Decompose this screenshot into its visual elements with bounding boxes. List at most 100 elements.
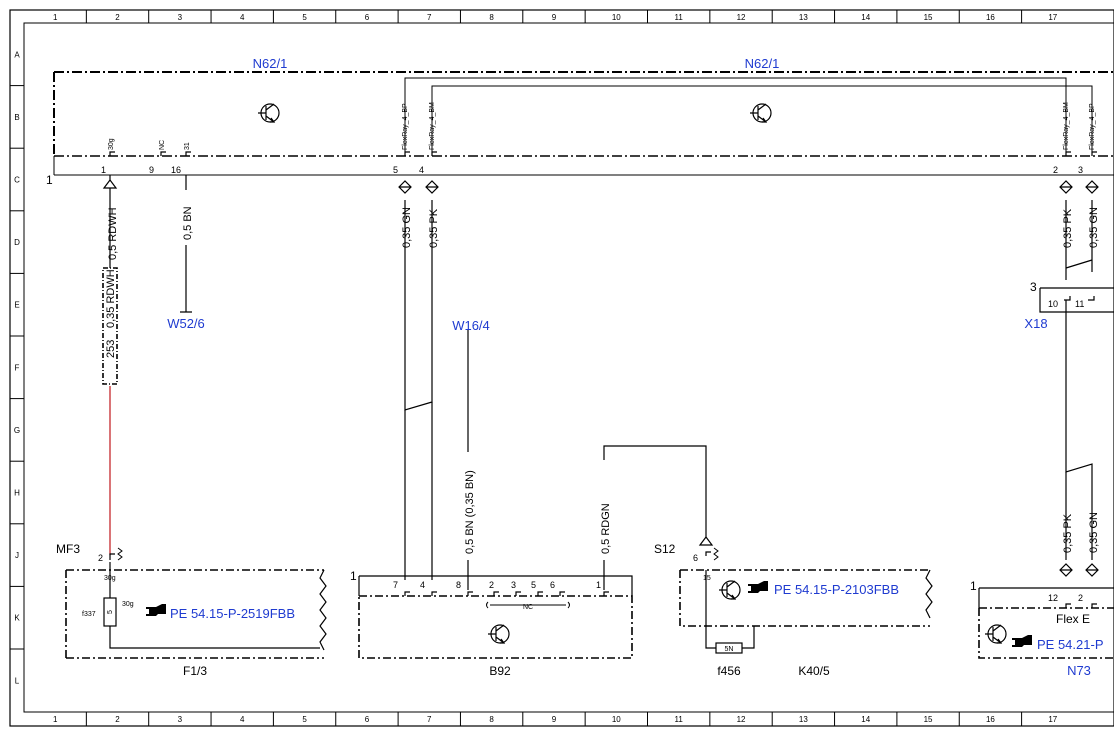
f13-fuse-value: 5 <box>107 610 114 614</box>
b92-pin-6: 6 <box>550 580 555 590</box>
transistor-icon <box>719 580 741 600</box>
b92-pin-3: 3 <box>511 580 516 590</box>
grid-column-label: 4 <box>240 715 245 724</box>
grid-column-label: 9 <box>552 13 557 22</box>
connector-icons <box>102 179 1099 577</box>
grid-column-label: 13 <box>799 13 808 22</box>
grid-column-label: 15 <box>924 13 933 22</box>
pin-number-5: 5 <box>393 165 398 175</box>
grid-reference: 1122334455667788991010111112121313141415… <box>10 10 1058 726</box>
grid-column-label: 12 <box>737 715 746 724</box>
grid-column-label: 10 <box>612 715 621 724</box>
grid-column-label: 2 <box>115 13 120 22</box>
x18-connector <box>1039 287 1114 313</box>
pin-number-1: 1 <box>101 165 106 175</box>
grid-column-label: 11 <box>675 715 684 724</box>
ground-label-w16: W16/4 <box>452 318 490 333</box>
k40-splice-label: S12 <box>654 542 676 556</box>
outer-frame <box>9 9 1114 727</box>
n62-right-label: N62/1 <box>745 56 780 71</box>
grid-column-label: 15 <box>924 715 933 724</box>
n62-left-label: N62/1 <box>253 56 288 71</box>
grid-column-label: 1 <box>53 715 58 724</box>
pin-name-flexray-bm-r: FlexRay_4_BM <box>1063 102 1070 150</box>
grid-column-label: 8 <box>489 13 494 22</box>
grid-column-label: 9 <box>552 715 557 724</box>
wire-label-rdgn: 0,5 RDGN <box>600 503 612 554</box>
f13-reference-link[interactable]: PE 54.15-P-2519FBB <box>170 606 295 621</box>
transistor-icon <box>750 103 772 123</box>
wire-label-pk: 0,35 PK <box>428 208 440 248</box>
sleeve-253 <box>102 267 118 385</box>
grid-column-label: 16 <box>986 715 995 724</box>
n62-module <box>53 71 1114 176</box>
grid-column-label: 4 <box>240 13 245 22</box>
pin-number-4: 4 <box>419 165 424 175</box>
wire-label-gn-n73: 0,35 GN <box>1088 512 1100 553</box>
grid-column-label: 5 <box>302 715 307 724</box>
b92-pin-7: 7 <box>393 580 398 590</box>
n62-pins <box>109 151 1097 156</box>
k40-reference-link[interactable]: PE 54.15-P-2103FBB <box>774 582 899 597</box>
x18-conn-number: 3 <box>1030 280 1037 294</box>
inner-frame <box>23 22 1114 713</box>
grid-column-label: 7 <box>427 13 432 22</box>
grid-row-label: A <box>14 50 20 59</box>
grid-column-label: 3 <box>178 715 183 724</box>
x18-pin-10: 10 <box>1048 299 1058 309</box>
transistor-icon <box>985 624 1007 644</box>
b92-pin-8: 8 <box>456 580 461 590</box>
grid-column-label: 13 <box>799 715 808 724</box>
pointing-hand-icon <box>1012 635 1032 647</box>
grid-column-label: 17 <box>1048 13 1057 22</box>
b92-conn-number: 1 <box>350 569 357 583</box>
n73-box <box>978 587 1114 659</box>
n73-flex-label: Flex E <box>1056 612 1090 626</box>
f13-label: F1/3 <box>183 664 207 678</box>
n73-pin-12: 12 <box>1048 593 1058 603</box>
wire-label-rdwh: 0,5 RDWH <box>107 207 119 260</box>
grid-row-label: E <box>14 301 19 310</box>
grid-column-label: 3 <box>178 13 183 22</box>
grid-column-label: 2 <box>115 715 120 724</box>
pin-name-nc: NC <box>159 140 166 150</box>
grid-column-label: 6 <box>365 715 370 724</box>
pin-number-9: 9 <box>149 165 154 175</box>
grid-row-label: C <box>14 176 20 185</box>
k40-box <box>679 547 933 654</box>
b92-pin-1: 1 <box>596 580 601 590</box>
grid-row-label: J <box>15 551 19 560</box>
k40-fuse-id: f456 <box>717 664 741 678</box>
wire-label-gn-r: 0,35 GN <box>1088 207 1100 248</box>
wire-label-gn: 0,35 GN <box>401 207 413 248</box>
pin-name-flexray-bp-r: FlexRay_4_BP <box>1089 103 1096 150</box>
f13-splice-pin: 2 <box>98 553 103 563</box>
wire-label-pk-n73: 0,35 PK <box>1062 513 1074 553</box>
wires <box>109 175 1093 590</box>
b92-label: B92 <box>489 664 511 678</box>
f13-box <box>65 547 327 659</box>
n73-pin-2: 2 <box>1078 593 1083 603</box>
grid-column-label: 11 <box>675 13 684 22</box>
pin-number-16: 16 <box>171 165 181 175</box>
grid-row-label: G <box>14 426 20 435</box>
grid-column-label: 7 <box>427 715 432 724</box>
grid-column-label: 16 <box>986 13 995 22</box>
x18-label: X18 <box>1024 316 1047 331</box>
b92-nc: NC <box>523 604 533 611</box>
k40-label: K40/5 <box>798 664 830 678</box>
k40-pin: 15 <box>703 575 711 582</box>
grid-column-label: 6 <box>365 13 370 22</box>
pin-name-31: 31 <box>184 142 191 150</box>
f13-fuse-id: f337 <box>82 611 96 618</box>
x18-pin-11: 11 <box>1075 299 1084 309</box>
grid-column-label: 8 <box>489 715 494 724</box>
grid-column-label: 10 <box>612 13 621 22</box>
pin-name-flexray-bp: FlexRay_4_BP <box>402 103 409 150</box>
grid-column-label: 14 <box>861 715 870 724</box>
n73-reference-link[interactable]: PE 54.21-P <box>1037 637 1104 652</box>
grid-row-label: L <box>15 676 20 685</box>
wire-label-253: 253 <box>105 340 117 358</box>
grid-row-label: K <box>14 614 20 623</box>
